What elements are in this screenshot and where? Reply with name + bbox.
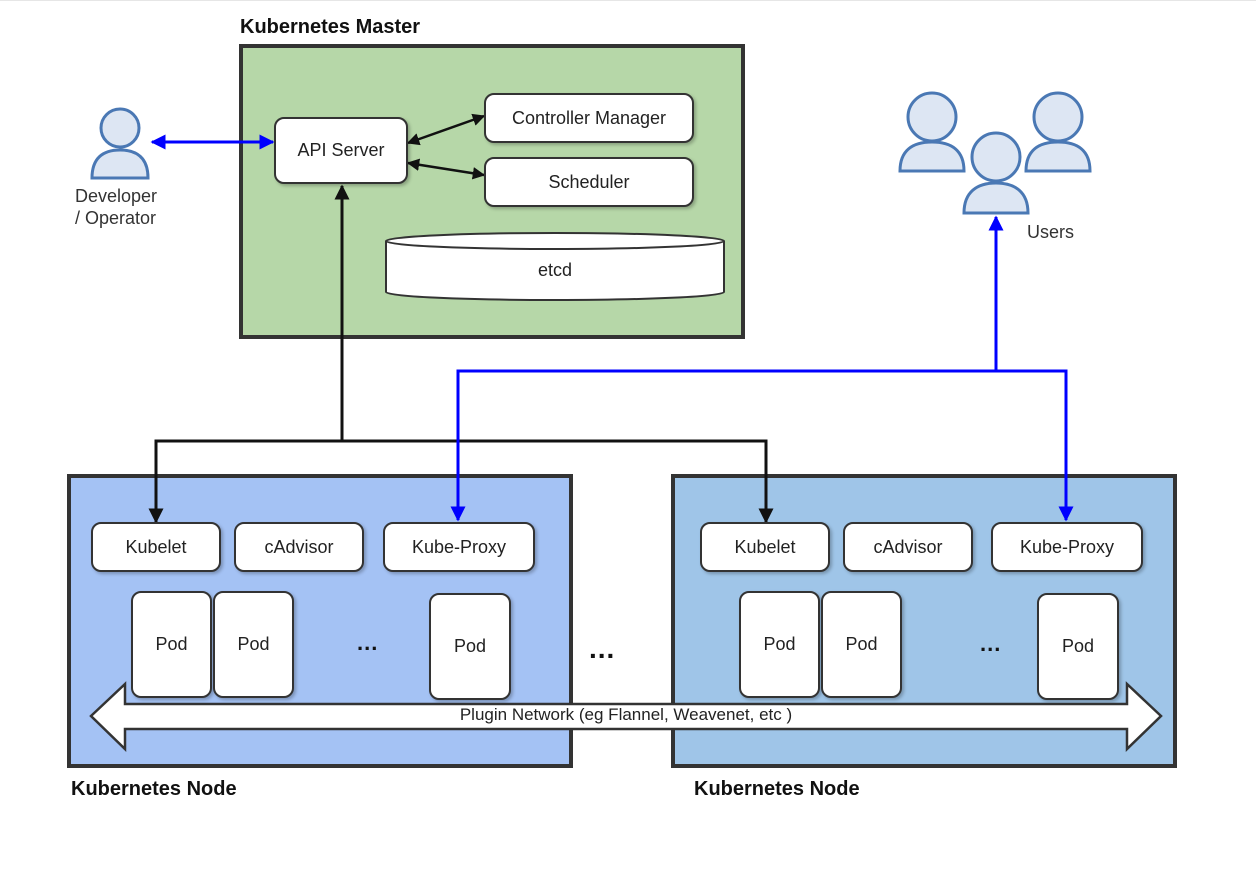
between-nodes-ellipsis: ... xyxy=(589,633,616,664)
user-person-center-icon xyxy=(962,131,1030,215)
node-left-pod-3: Pod xyxy=(429,593,511,700)
developer-caption-line1: Developer xyxy=(75,186,158,206)
node-left-pod-ellipsis: ... xyxy=(357,630,379,655)
users-proxy-links xyxy=(450,215,1074,522)
api-scheduler-link xyxy=(406,158,486,180)
scheduler-box: Scheduler xyxy=(484,157,694,207)
controller-manager-box: Controller Manager xyxy=(484,93,694,143)
node-left-kube-proxy-box: Kube-Proxy xyxy=(383,522,535,572)
node-right-kubelet-box: Kubelet xyxy=(700,522,830,572)
node-right-title: Kubernetes Node xyxy=(694,778,860,800)
etcd-label: etcd xyxy=(537,259,573,280)
top-divider xyxy=(0,0,1256,1)
node-right-cadvisor-box: cAdvisor xyxy=(843,522,973,572)
node-right-pod-3: Pod xyxy=(1037,593,1119,700)
developer-caption-line2: / Operator xyxy=(75,208,157,228)
node-left-pod-1: Pod xyxy=(131,591,212,698)
users-group-icon xyxy=(898,91,1092,215)
plugin-network-label: Plugin Network (eg Flannel, Weavenet, et… xyxy=(459,705,793,724)
node-left-kubelet-box: Kubelet xyxy=(91,522,221,572)
users-caption: Users xyxy=(1027,222,1075,242)
api-server-box: API Server xyxy=(274,117,408,184)
etcd-cylinder xyxy=(385,232,725,301)
master-title: Kubernetes Master xyxy=(240,16,421,38)
user-person-left-icon xyxy=(898,91,966,173)
node-left-pod-2: Pod xyxy=(213,591,294,698)
api-controller-link xyxy=(406,113,486,146)
node-right-pod-ellipsis: ... xyxy=(980,631,1002,656)
kubelet-api-links xyxy=(148,184,774,524)
node-right-pod-2: Pod xyxy=(821,591,902,698)
node-right-kube-proxy-box: Kube-Proxy xyxy=(991,522,1143,572)
node-left-cadvisor-box: cAdvisor xyxy=(234,522,364,572)
user-person-right-icon xyxy=(1024,91,1092,173)
developer-person-icon xyxy=(90,107,150,180)
node-left-title: Kubernetes Node xyxy=(71,778,237,800)
developer-caption: Developer / Operator xyxy=(75,185,157,229)
node-right-pod-1: Pod xyxy=(739,591,820,698)
